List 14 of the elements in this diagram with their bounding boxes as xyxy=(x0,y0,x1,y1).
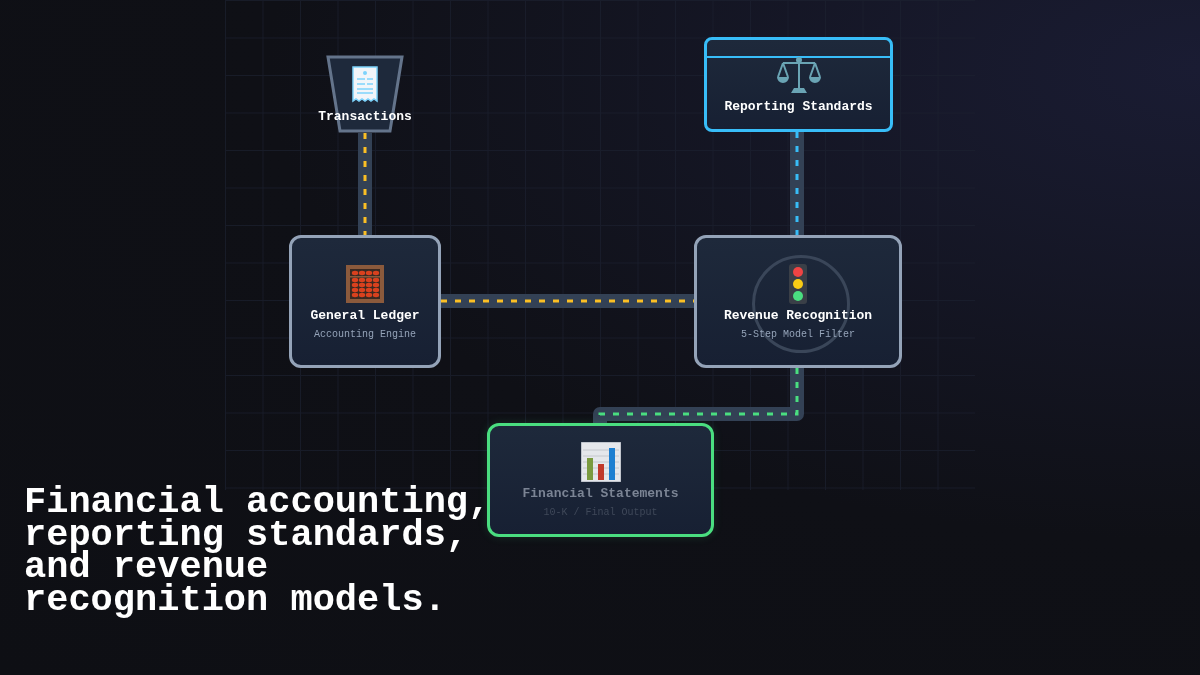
node-subtitle: 5-Step Model Filter xyxy=(741,328,855,340)
node-title: Transactions xyxy=(318,108,412,124)
standards-card xyxy=(704,37,893,132)
process-card xyxy=(487,423,714,537)
page-title: Financial accounting, reporting standards, and revenue recognition models. xyxy=(24,486,492,617)
process-card xyxy=(289,235,441,368)
process-card xyxy=(694,235,902,368)
dashed-connector xyxy=(795,132,799,235)
node-title: Reporting Standards xyxy=(724,99,873,114)
node-title: General Ledger xyxy=(310,307,420,323)
node-subtitle: Accounting Engine xyxy=(314,328,416,340)
node-title: Financial Statements xyxy=(522,486,679,501)
node-title: Revenue Recognition xyxy=(723,307,873,323)
dashed-connector xyxy=(363,133,367,235)
